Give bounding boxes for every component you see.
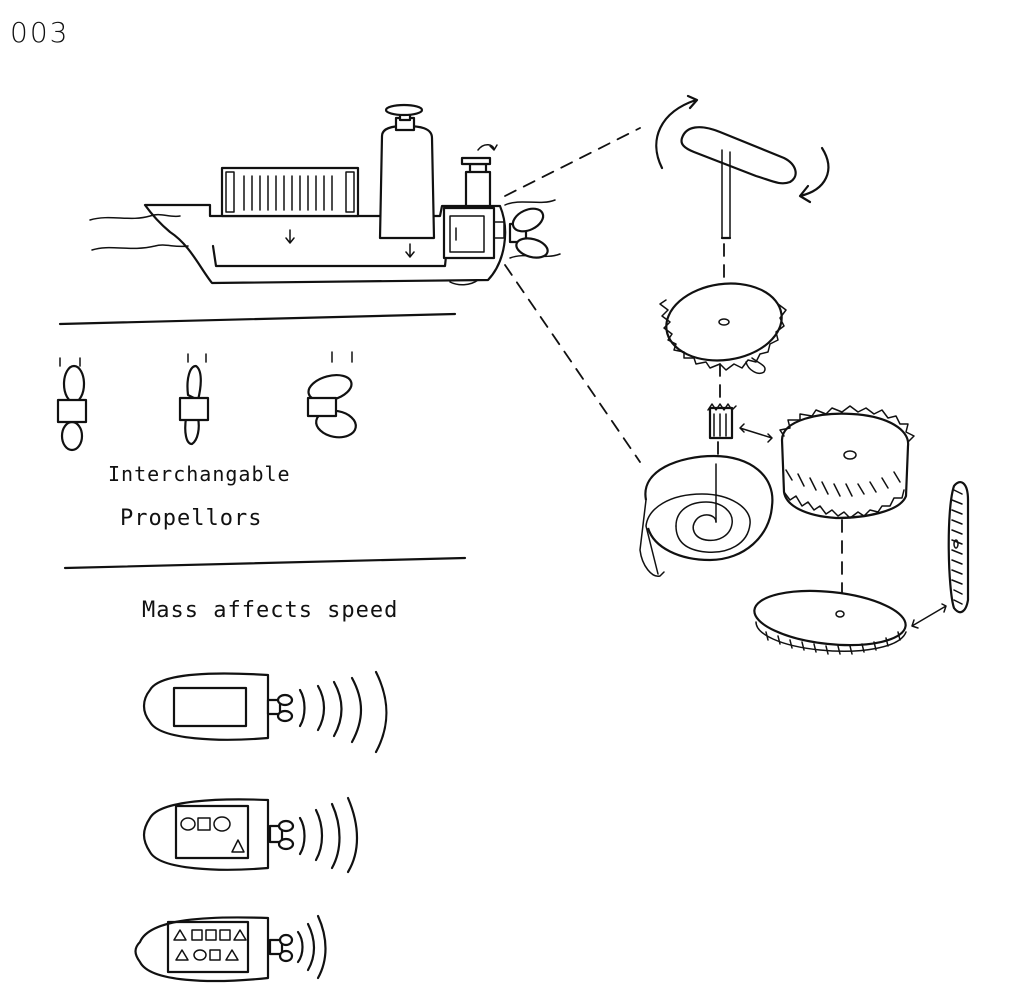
double-arrow-icon <box>739 423 773 443</box>
spring-coil-icon <box>639 454 774 577</box>
cargo-ship-icon <box>89 103 561 286</box>
propeller-option-3 <box>306 351 357 439</box>
motor-housing-icon <box>442 144 505 260</box>
section-divider <box>63 556 467 570</box>
propeller-option-1 <box>56 357 88 452</box>
boat-heavy-load <box>134 914 327 983</box>
water-line <box>91 244 189 251</box>
water-line <box>89 213 181 221</box>
side-gear-icon <box>947 481 970 614</box>
down-arrow-icon <box>285 229 295 244</box>
water-line <box>504 199 556 206</box>
boat-medium-load <box>142 796 358 874</box>
battery-bottle-icon <box>378 103 436 258</box>
double-arrow-icon <box>911 603 947 629</box>
propellers-label-line-1: Interchangable <box>108 462 291 486</box>
crank-handle-icon <box>460 144 498 210</box>
leader-line <box>504 127 641 197</box>
propeller-option-2 <box>178 353 210 446</box>
leader-line <box>504 264 641 463</box>
propellers-label-line-2: Propellors <box>120 506 263 531</box>
ship-keel <box>449 279 479 286</box>
sheet-number: 003 <box>10 16 70 49</box>
propeller-icon <box>508 207 549 259</box>
rotation-arrow-icon <box>798 146 830 204</box>
mass-section-title: Mass affects speed <box>142 598 399 623</box>
down-arrow-icon <box>405 243 415 258</box>
gear-icon <box>779 405 915 520</box>
rotation-arrow-icon <box>655 94 699 170</box>
ship-deck-line <box>211 244 449 268</box>
ship-hull <box>143 203 507 285</box>
rotation-arrow-icon <box>477 144 498 151</box>
section-divider <box>58 312 457 326</box>
shipping-container-icon <box>220 166 360 244</box>
pinion-icon <box>707 403 773 443</box>
boat-light-load <box>142 670 388 754</box>
gear-icon <box>659 282 787 374</box>
drive-wheel-icon <box>753 589 947 655</box>
propeller-blade-assembly <box>655 94 830 240</box>
